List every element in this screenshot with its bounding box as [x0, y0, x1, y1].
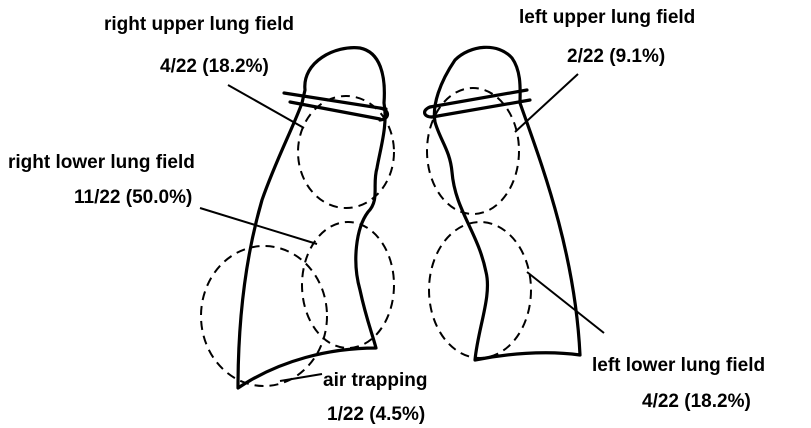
left-collar-end [425, 107, 432, 117]
air-trapping-value: 1/22 (4.5%) [327, 404, 425, 426]
left-lung-collar [430, 90, 530, 117]
right-upper-leader [228, 85, 304, 128]
left-upper-value: 2/22 (9.1%) [567, 46, 665, 68]
right-lower-region [302, 222, 394, 348]
right-lower-name: right lower lung field [8, 152, 195, 174]
right-upper-name: right upper lung field [104, 14, 294, 36]
left-lower-leader [527, 272, 604, 333]
air-trapping-leader [280, 374, 322, 381]
air-trapping-name: air trapping [323, 370, 428, 392]
right-lower-value: 11/22 (50.0%) [74, 187, 192, 209]
right-upper-value: 4/22 (18.2%) [160, 56, 269, 78]
left-lower-value: 4/22 (18.2%) [642, 391, 751, 413]
left-upper-name: left upper lung field [519, 7, 695, 29]
left-lower-name: left lower lung field [592, 355, 765, 377]
left-upper-leader [515, 74, 578, 132]
left-upper-region [427, 88, 519, 214]
